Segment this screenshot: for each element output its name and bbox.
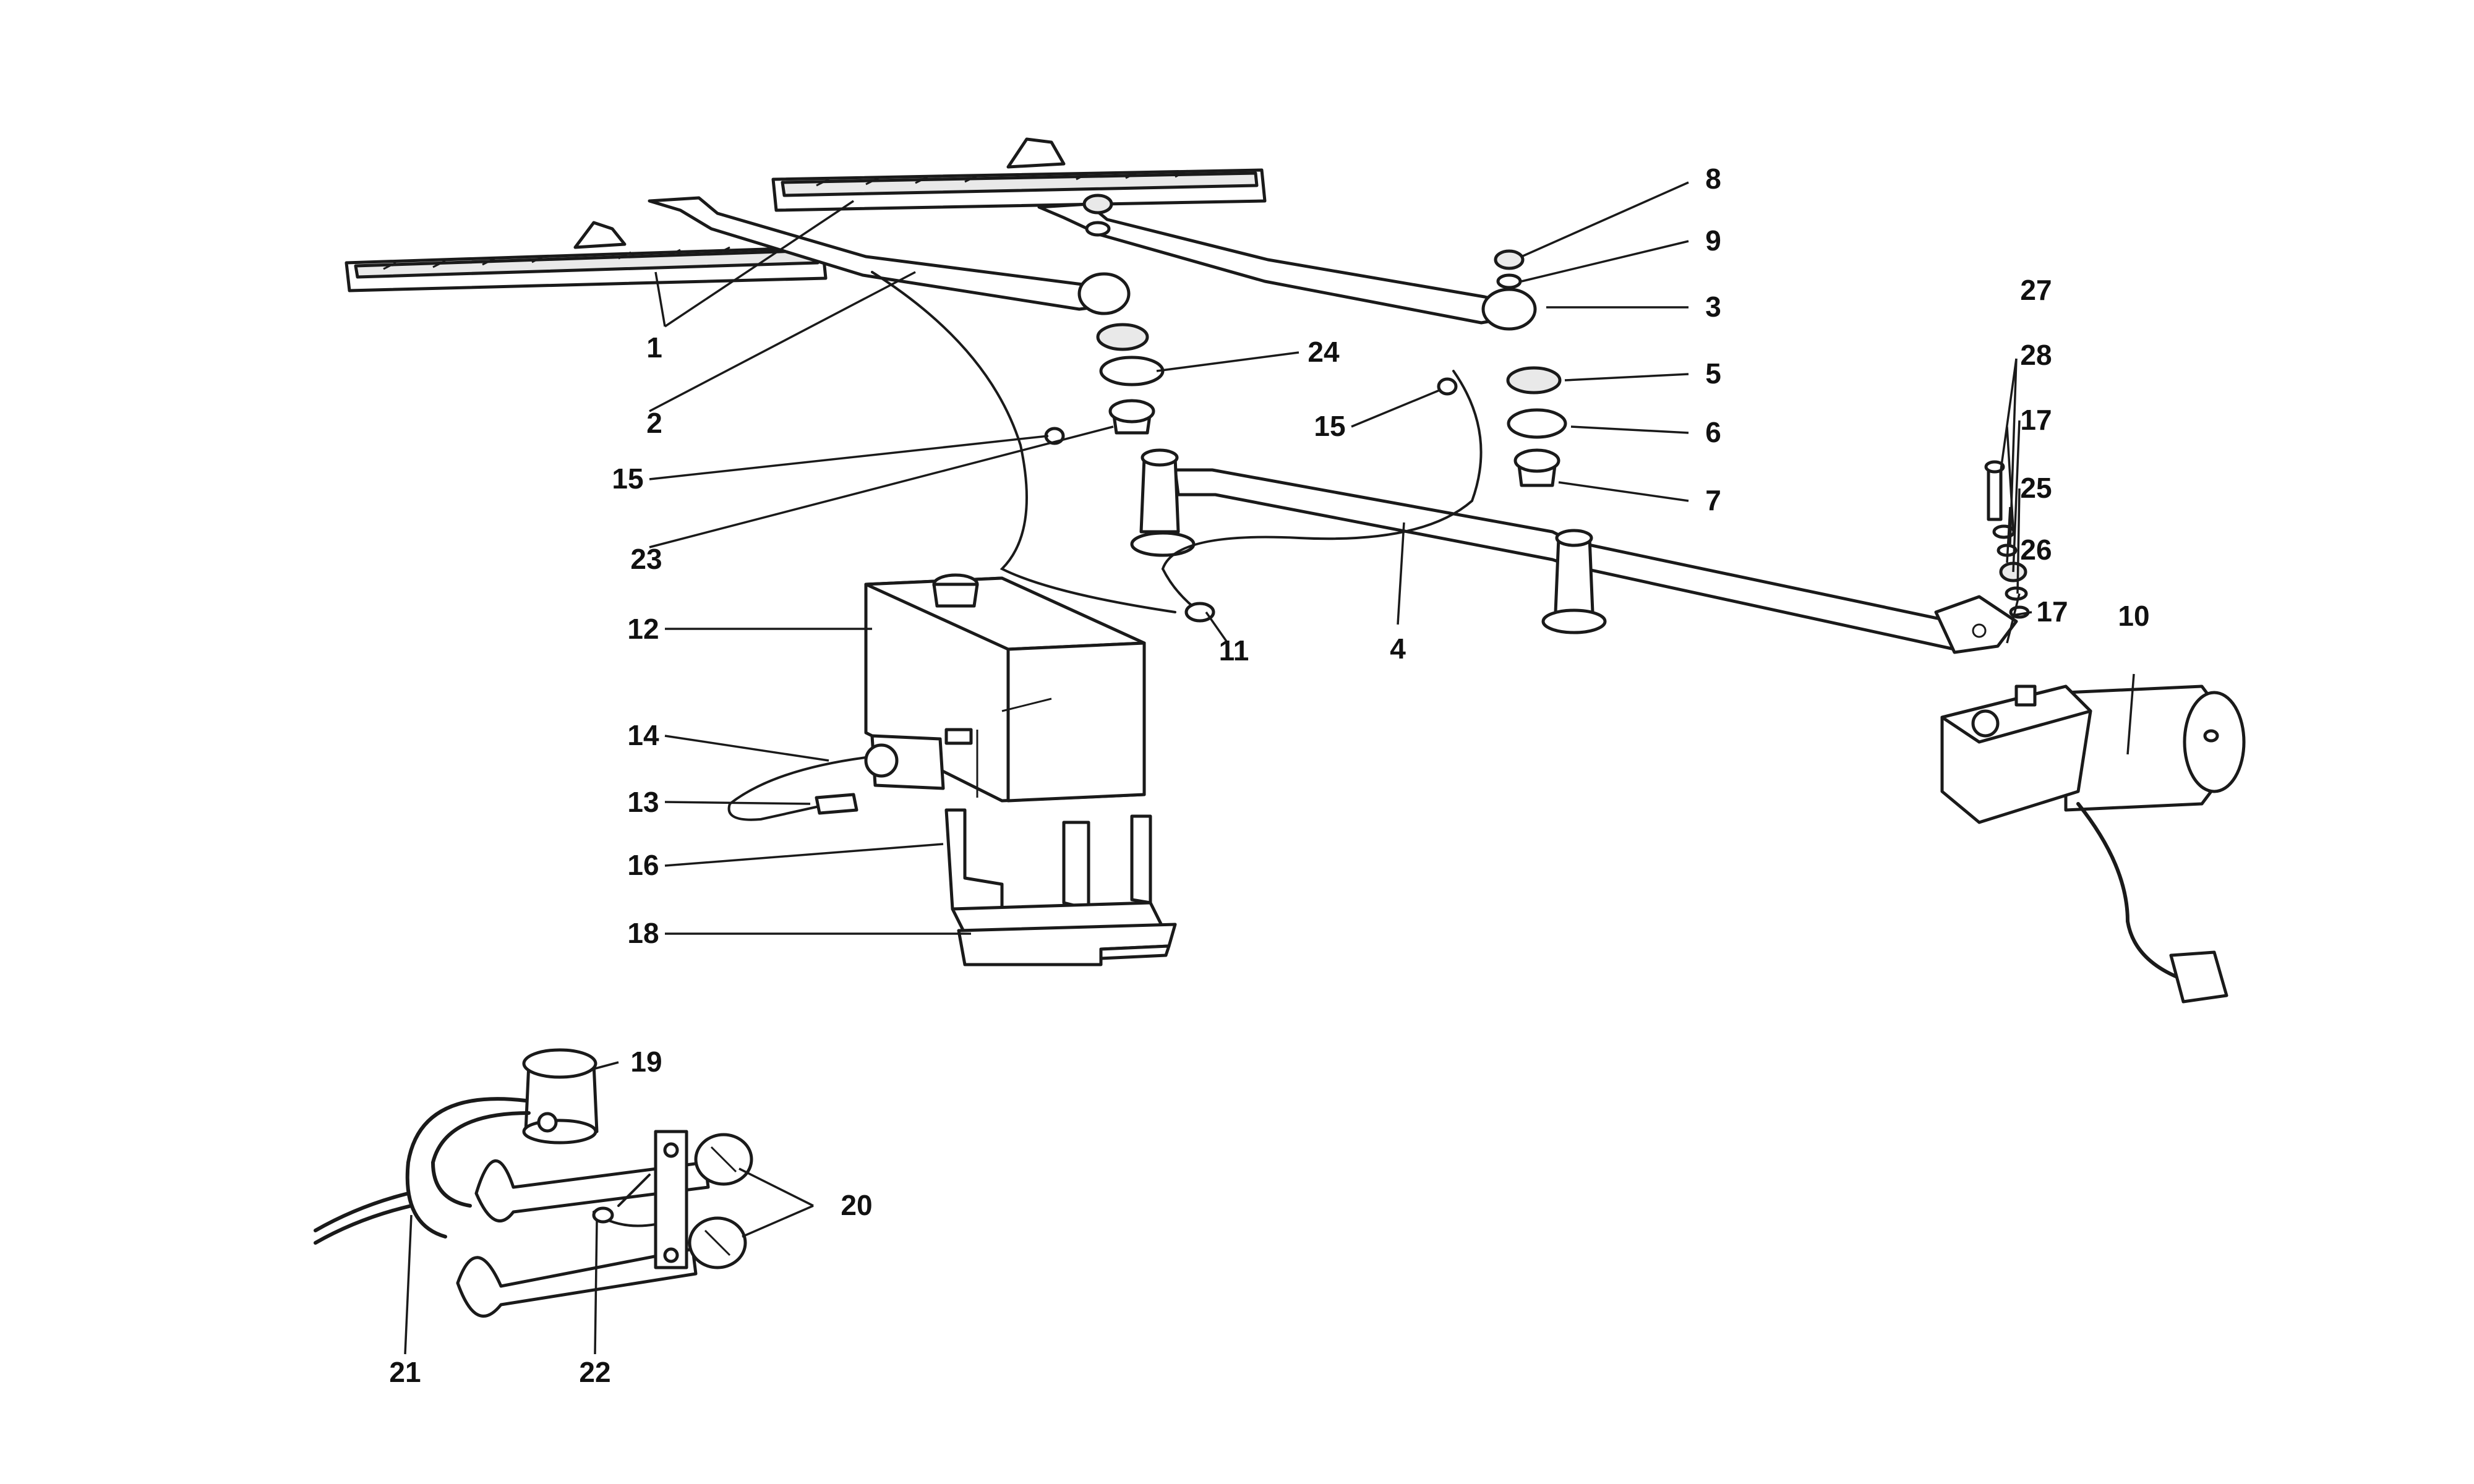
callout-27: 27	[2020, 274, 2052, 306]
wiper-blade-right	[771, 137, 1267, 212]
callout-5: 5	[1705, 357, 1721, 390]
callout-17-upper: 17	[2020, 404, 2052, 436]
callout-28: 28	[2020, 339, 2052, 371]
callout-12: 12	[627, 613, 659, 645]
callout-24: 24	[1308, 336, 1340, 368]
callout-9: 9	[1705, 224, 1721, 257]
callout-10: 10	[2118, 600, 2149, 632]
callout-15-left: 15	[612, 463, 643, 495]
callout-25: 25	[2020, 472, 2052, 504]
reservoir-bracket	[944, 808, 1165, 936]
horn-compressor	[522, 1048, 599, 1145]
clip-15	[1044, 377, 1458, 445]
callout-19: 19	[630, 1046, 662, 1078]
spindle-parts-left	[1082, 194, 1165, 435]
horn-trumpets	[456, 1130, 753, 1318]
wiper-arm-left	[648, 196, 1131, 315]
callout-20: 20	[841, 1189, 872, 1221]
callout-1: 1	[646, 331, 662, 364]
washer-pump	[727, 734, 945, 821]
callout-numbers: 1 2 3 4 5 6 7 8 9 10 11 12 13 14 15 15 1…	[389, 163, 2149, 1388]
wiper-motor	[1940, 684, 2246, 1004]
callout-15-right: 15	[1314, 410, 1345, 442]
callout-23: 23	[630, 543, 662, 575]
mounting-plate	[957, 923, 1177, 966]
callout-22: 22	[579, 1356, 610, 1388]
wiper-linkage	[1130, 448, 2018, 654]
spindle-parts-right	[1494, 249, 1567, 487]
callout-18: 18	[627, 917, 659, 949]
callout-16: 16	[627, 849, 659, 881]
callout-6: 6	[1705, 416, 1721, 448]
callout-26: 26	[2020, 534, 2052, 566]
callout-8: 8	[1705, 163, 1721, 195]
callout-14: 14	[627, 719, 659, 751]
callout-13: 13	[627, 786, 659, 818]
callout-4: 4	[1390, 633, 1406, 665]
wiper-blade-left	[345, 221, 828, 292]
callout-2: 2	[646, 407, 662, 439]
callout-11: 11	[1219, 634, 1249, 667]
leader-lines	[404, 181, 2135, 1355]
horn-hoses	[314, 1097, 657, 1245]
washer-hoses	[871, 271, 1483, 623]
callout-17-lower: 17	[2036, 595, 2068, 628]
callout-3: 3	[1705, 291, 1721, 323]
callout-21: 21	[389, 1356, 421, 1388]
callout-7: 7	[1705, 484, 1721, 516]
